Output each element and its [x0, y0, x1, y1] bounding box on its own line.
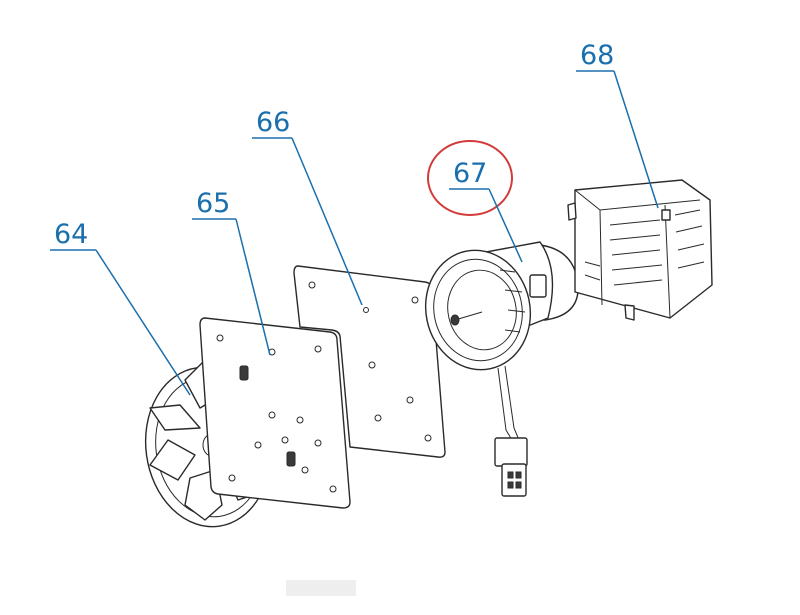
callout-65-label: 65 — [196, 188, 230, 219]
callout-64: 64 — [50, 219, 191, 396]
callout-68-label: 68 — [580, 40, 614, 71]
callout-67-label: 67 — [453, 158, 487, 189]
leader-line-67 — [488, 188, 523, 263]
callout-67-highlight-circle — [427, 140, 513, 216]
callout-64-label: 64 — [54, 219, 88, 250]
callout-66: 66 — [252, 107, 363, 306]
callout-66-label: 66 — [256, 107, 290, 138]
part-65-front-plate — [199, 317, 351, 509]
callout-65: 65 — [192, 188, 271, 356]
part-67-motor — [424, 241, 579, 497]
callout-67: 67 — [427, 140, 523, 263]
leader-line-66 — [291, 137, 363, 306]
leader-line-68 — [613, 70, 659, 209]
leader-line-65 — [235, 218, 271, 356]
leader-line-64 — [95, 249, 191, 396]
part-68-housing-cage — [567, 179, 713, 321]
callout-68: 68 — [576, 40, 659, 209]
footer-bar — [286, 580, 356, 596]
